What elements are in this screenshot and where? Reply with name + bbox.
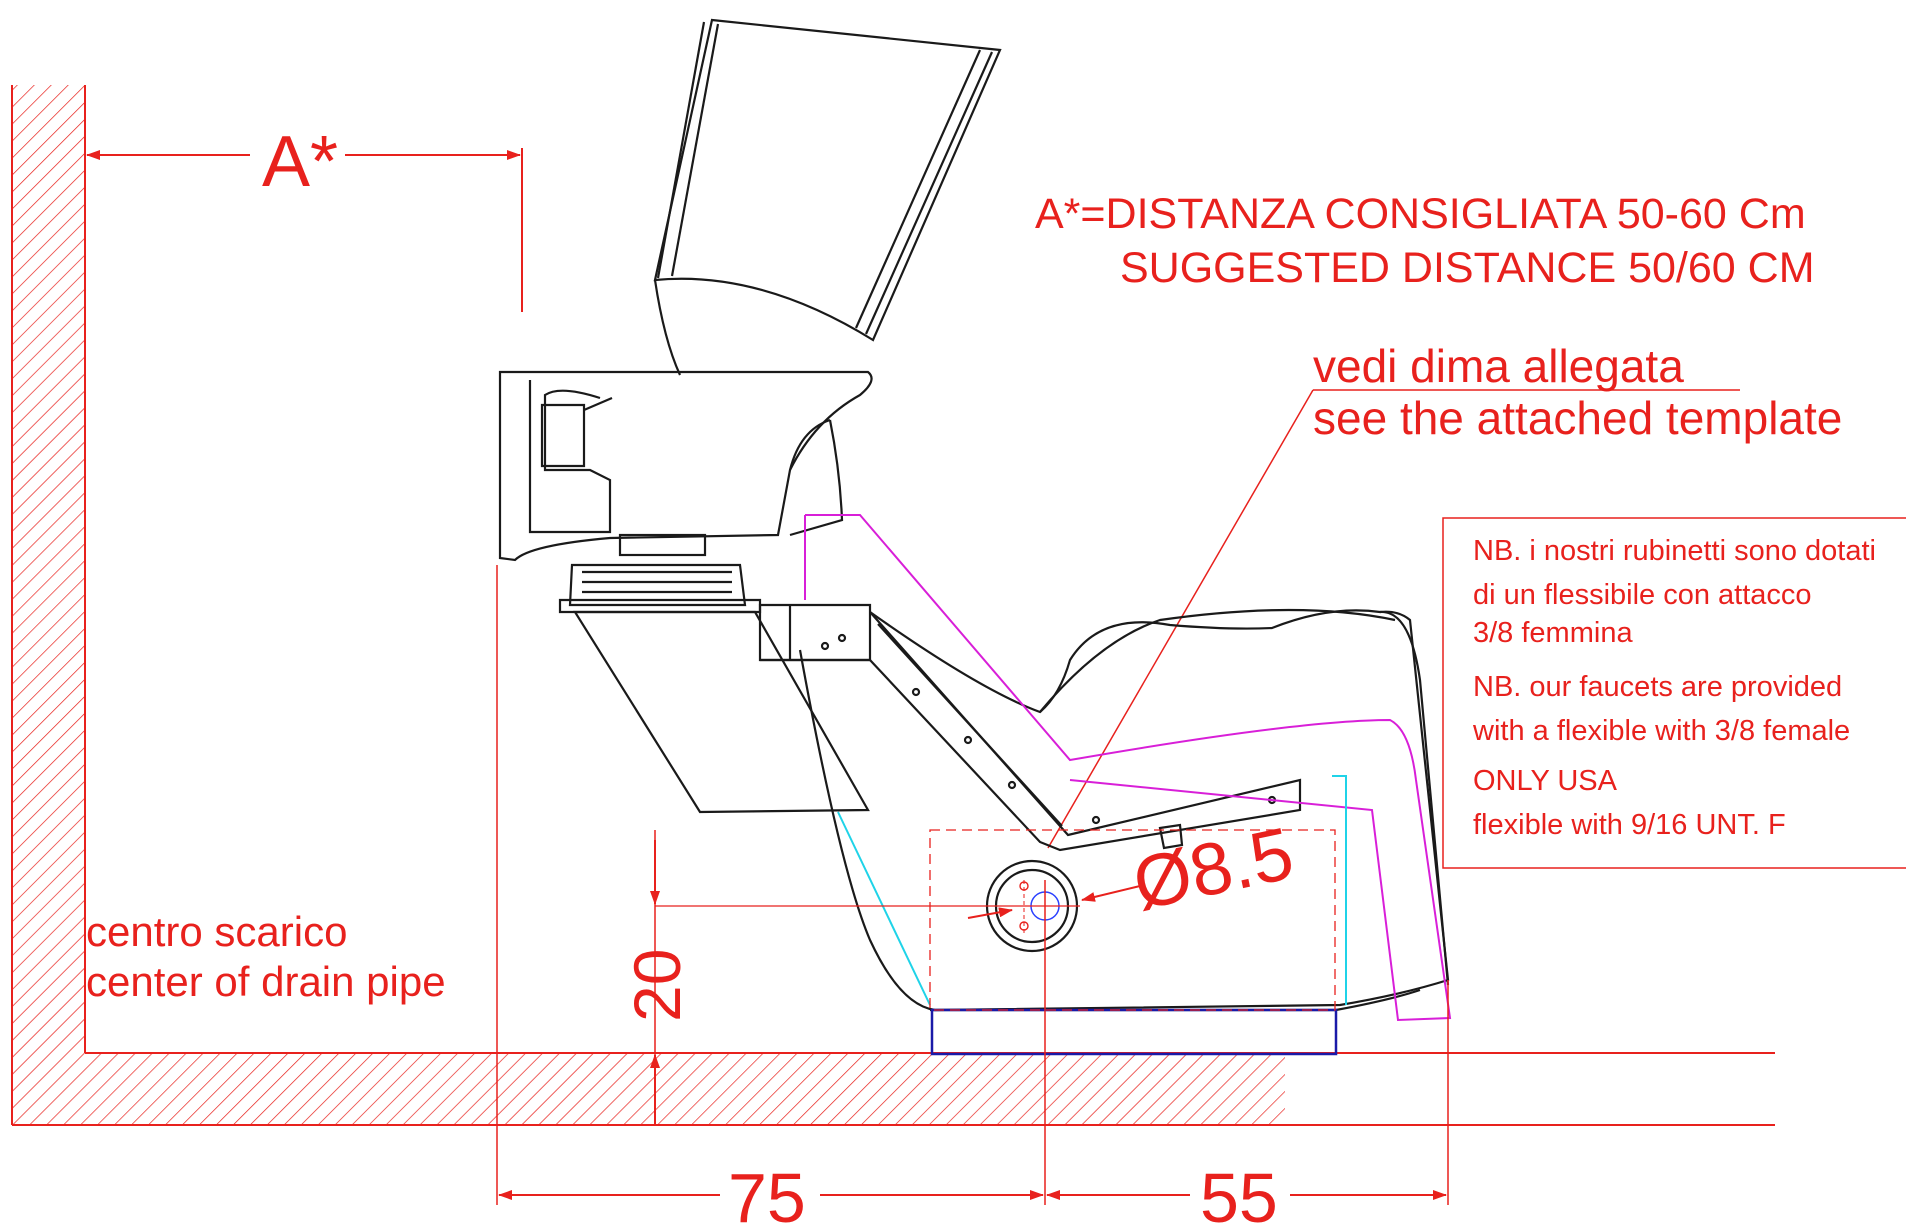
dim-75-label: 75: [728, 1159, 806, 1227]
drain-note-en: center of drain pipe: [86, 958, 446, 1005]
distance-note-it: A*=DISTANZA CONSIGLIATA 50-60 Cm: [1035, 190, 1806, 238]
distance-note-en: SUGGESTED DISTANCE 50/60 CM: [1120, 244, 1815, 292]
nb-line-3: 3/8 femmina: [1473, 617, 1633, 649]
nb-line-1: NB. i nostri rubinetti sono dotati: [1473, 535, 1876, 567]
dim-20-label: 20: [620, 949, 694, 1022]
drain-pipe: [655, 829, 1336, 1205]
colored-contours: [804, 514, 1452, 1056]
drain-note-it: centro scarico: [86, 908, 347, 955]
nb-note-box: NB. i nostri rubinetti sono dotati di un…: [1442, 517, 1906, 869]
distance-note: A*=DISTANZA CONSIGLIATA 50-60 Cm SUGGEST…: [1035, 190, 1815, 292]
drain-note: centro scarico center of drain pipe: [86, 908, 446, 1005]
dim-55-label: 55: [1200, 1159, 1278, 1227]
wall-floor-section: [11, 85, 1775, 1126]
shampoo-unit-outline: [498, 18, 1450, 1012]
nb-line-6: ONLY USA: [1473, 765, 1618, 797]
nb-line-5: with a flexible with 3/8 female: [1472, 715, 1850, 747]
template-note-en: see the attached template: [1313, 392, 1842, 444]
nb-line-2: di un flessibile con attacco: [1473, 579, 1812, 611]
dimension-horizontal: 75 55: [496, 565, 1449, 1227]
nb-line-4: NB. our faucets are provided: [1473, 671, 1842, 703]
dim-diameter-label: Ø8.5: [1126, 811, 1300, 926]
nb-line-7: flexible with 9/16 UNT. F: [1473, 809, 1786, 841]
template-note: vedi dima allegata see the attached temp…: [1047, 340, 1842, 849]
dimension-a-star: A*: [86, 122, 523, 312]
dim-a-star-label: A*: [262, 122, 338, 202]
dimension-height-20: 20: [620, 830, 694, 1125]
template-note-it: vedi dima allegata: [1313, 340, 1684, 392]
